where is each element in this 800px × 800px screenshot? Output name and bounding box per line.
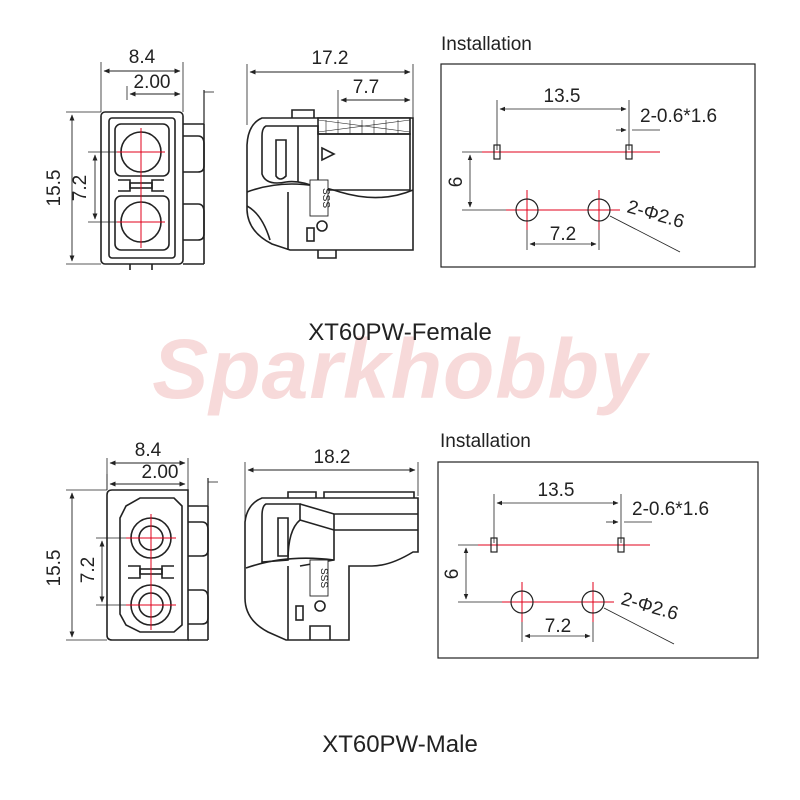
male-drawing: 8.4 2.00 15.5 7.2 18.2 SSS [44, 431, 759, 758]
male-slot-size-label: 2-0.6*1.6 [632, 499, 709, 520]
female-caption: XT60PW-Female [308, 319, 492, 346]
female-installation [440, 63, 756, 268]
female-hole-size-label: 2-Φ2.6 [625, 197, 687, 233]
male-caption: XT60PW-Male [322, 731, 478, 758]
female-hole-pitch-label: 7.2 [550, 224, 576, 245]
female-drawing: 8.4 2.00 15.5 7.2 [44, 34, 756, 346]
male-hole-size-label: 2-Φ2.6 [619, 589, 681, 625]
male-marking: SSS [318, 568, 329, 588]
female-front-view [66, 62, 214, 270]
male-length-label: 18.2 [314, 447, 351, 468]
male-installation [437, 461, 759, 659]
male-hole-pitch-label: 7.2 [545, 616, 571, 637]
male-slot-spacing-label: 13.5 [538, 480, 575, 501]
female-slot-size-label: 2-0.6*1.6 [640, 106, 717, 127]
female-install-title: Installation [441, 34, 532, 55]
male-height-label: 15.5 [44, 550, 65, 587]
female-tail-label: 7.7 [353, 77, 379, 98]
female-pin-pitch-label: 7.2 [70, 175, 91, 201]
female-marking: SSS [320, 188, 331, 208]
male-width-label: 8.4 [135, 440, 162, 461]
female-row-offset-label: 6 [446, 177, 467, 188]
female-length-label: 17.2 [312, 48, 349, 69]
female-slot-spacing-label: 13.5 [544, 86, 581, 107]
male-side-view [244, 462, 419, 641]
male-pin-offset-label: 2.00 [142, 462, 179, 483]
male-front-view [66, 458, 218, 641]
female-width-label: 8.4 [129, 47, 156, 68]
female-height-label: 15.5 [44, 170, 65, 207]
watermark-text: Sparkhobby [152, 322, 651, 416]
male-install-title: Installation [440, 431, 531, 452]
male-row-offset-label: 6 [442, 569, 463, 580]
female-side-view [246, 64, 414, 259]
female-pin-offset-label: 2.00 [134, 72, 171, 93]
male-pin-pitch-label: 7.2 [78, 557, 99, 583]
